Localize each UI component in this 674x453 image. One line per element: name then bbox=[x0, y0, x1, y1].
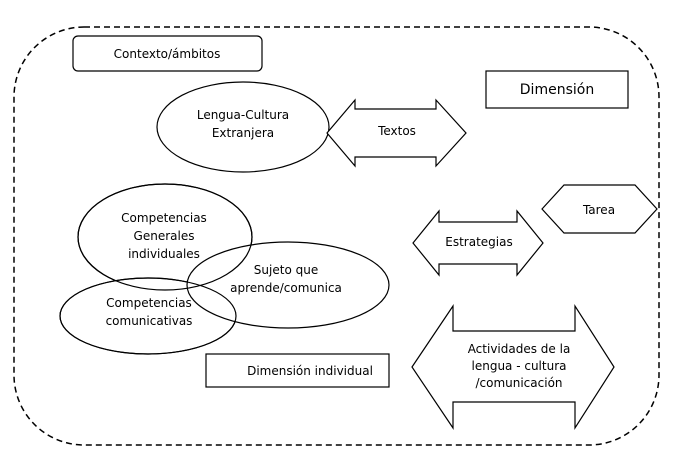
contexto-label: Contexto/ámbitos bbox=[114, 47, 221, 61]
textos-arrow: Textos bbox=[326, 98, 467, 168]
competencias-comunicativas-line-2: comunicativas bbox=[106, 314, 193, 328]
dimension-box: Dimensión bbox=[485, 70, 629, 109]
competencias-generales-line-3: individuales bbox=[128, 247, 200, 261]
dimension-label: Dimensión bbox=[520, 82, 594, 98]
tarea-label: Tarea bbox=[582, 203, 615, 217]
dimension-individual-box: Dimensión individual bbox=[205, 353, 390, 388]
outer-dashed-boundary bbox=[13, 26, 660, 446]
actividades-line-2: lengua - cultura bbox=[472, 359, 567, 373]
competencias-generales-line-2: Generales bbox=[134, 229, 195, 243]
competencias-comunicativas-outline bbox=[59, 277, 237, 355]
estrategias-label: Estrategias bbox=[445, 235, 512, 249]
sujeto-ellipse bbox=[186, 241, 390, 329]
actividades-line-1: Actividades de la bbox=[468, 342, 571, 356]
lengua-cultura-line-2: Extranjera bbox=[212, 126, 274, 140]
lengua-cultura-line-1: Lengua-Cultura bbox=[197, 108, 289, 122]
dimension-individual-label: Dimensión individual bbox=[247, 364, 373, 378]
lengua-cultura-ellipse: Lengua-Cultura Extranjera bbox=[156, 81, 330, 173]
competencias-generales-outline bbox=[77, 183, 253, 291]
actividades-arrow: Actividades de la lengua - cultura /comu… bbox=[411, 303, 615, 431]
competencias-generales-line-1: Competencias bbox=[121, 211, 207, 225]
textos-label: Textos bbox=[377, 124, 416, 138]
sujeto-line-1: Sujeto que bbox=[254, 263, 318, 277]
competencias-comunicativas-line-1: Competencias bbox=[106, 296, 192, 310]
contexto-box: Contexto/ámbitos bbox=[72, 35, 263, 72]
actividades-line-3: /comunicación bbox=[475, 376, 562, 390]
sujeto-line-2: aprende/comunica bbox=[230, 281, 342, 295]
overlapping-ellipses bbox=[59, 183, 390, 355]
tarea-hexagon: Tarea bbox=[541, 184, 658, 234]
estrategias-arrow: Estrategias bbox=[412, 209, 544, 277]
